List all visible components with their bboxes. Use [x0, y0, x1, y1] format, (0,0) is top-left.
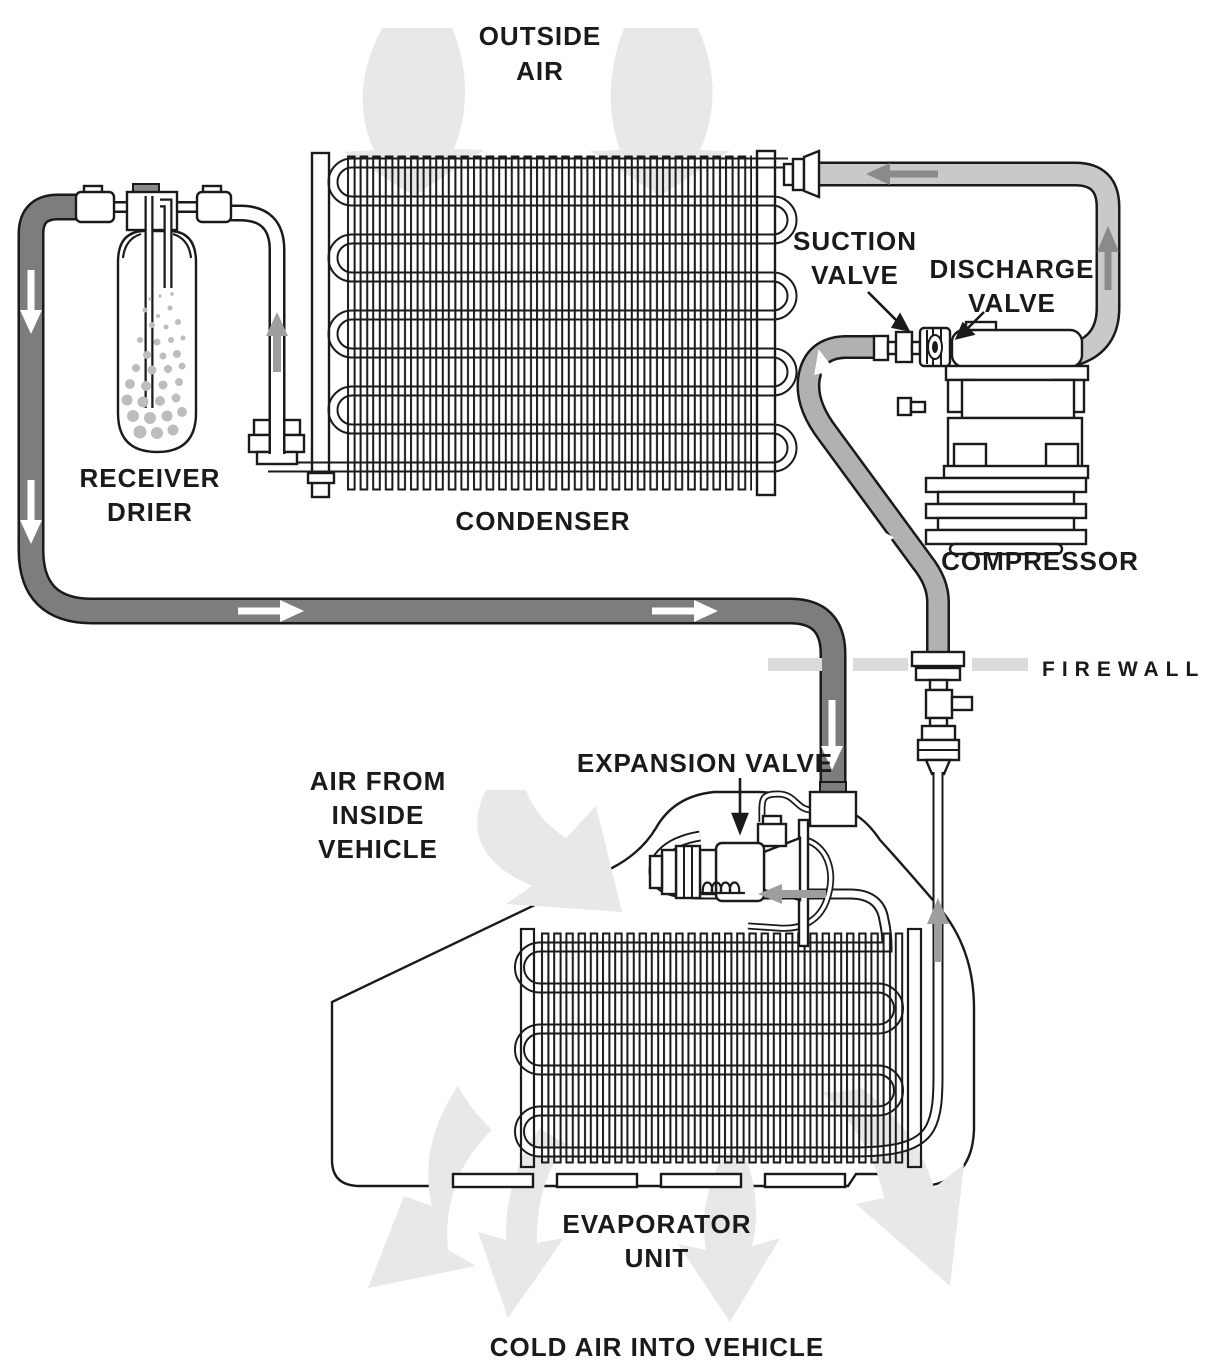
expansion-valve [648, 781, 858, 948]
valve-top-port [756, 822, 788, 848]
flow-arrow-right-icon [280, 600, 304, 622]
condenser-fins [346, 155, 752, 491]
gray-flow-arrows [266, 312, 949, 962]
flow-arrow-up-icon [266, 312, 288, 336]
cold-air-label: COLD AIR INTO VEHICLE [490, 1332, 824, 1362]
label-pointer-arrows [731, 291, 985, 836]
bottle-neck-line [121, 232, 142, 259]
evaporator-coil [514, 772, 944, 1169]
cold-air-arrow-icon [478, 1128, 568, 1318]
evaporator-end-plate-right [906, 927, 923, 1169]
suction-valve-label: SUCTION [793, 226, 917, 256]
compressor-side-port-stem [909, 400, 927, 414]
cabin-air-flow-arrows [368, 790, 964, 1322]
flow-arrow-up-icon [927, 898, 949, 924]
air-from-inside-label: AIR FROM [310, 766, 447, 796]
bottle-neck-line [172, 232, 193, 259]
drier-right-fitting [195, 190, 233, 224]
condenser-label: CONDENSER [455, 506, 630, 536]
suction-valve-assembly [872, 330, 922, 364]
cold-air-arrow-icon [678, 1148, 780, 1322]
discharge-valve-assembly [918, 326, 952, 368]
firewall-fitting [910, 650, 974, 776]
discharge-line-arrows [866, 163, 1119, 290]
flow-arrow-left-icon [758, 884, 782, 904]
condenser-inlet-fitting [782, 149, 821, 199]
flow-direction-arrows [20, 163, 1119, 962]
flow-arrow-down-icon [20, 520, 42, 544]
compressor-label: COMPRESSOR [941, 546, 1139, 576]
firewall: FIREWALL [768, 658, 1205, 681]
high-pressure-liquid-line [17, 193, 847, 796]
air-down-arrow-icon [590, 28, 730, 196]
pointer-arrowhead-icon [731, 812, 749, 836]
pointer-arrowhead-icon [954, 321, 976, 340]
flow-arrow-right-icon [694, 600, 718, 622]
suction-valve-label: VALVE [811, 260, 899, 290]
labels: OUTSIDE AIR RECEIVER DRIER CONDENSER SUC… [80, 21, 1139, 1362]
evaporator-vents [451, 1172, 847, 1189]
compressor-pulley [924, 476, 1088, 556]
discharge-valve-label: DISCHARGE [929, 254, 1094, 284]
air-in-arrow-icon [477, 790, 622, 912]
valve-spring-coil [700, 881, 745, 895]
liquid-line [20, 196, 844, 796]
air-down-arrow-icon [344, 28, 484, 196]
air-from-inside-label: VEHICLE [318, 834, 438, 864]
receiver-drier [74, 183, 233, 454]
receiver-drier-label: DRIER [107, 497, 193, 527]
pointer-arrowhead-icon [890, 312, 911, 332]
compressor-mid-body [960, 378, 1076, 420]
outside-air-label: OUTSIDE [479, 21, 602, 51]
compressor [872, 320, 1090, 556]
receiver-drier-label: RECEIVER [80, 463, 221, 493]
cold-air-arrow-icon [822, 1088, 964, 1286]
compressor-base-band [942, 464, 1090, 480]
firewall-label: FIREWALL [1042, 658, 1205, 681]
outside-air-flow-arrows [344, 28, 730, 196]
condenser-end-plate-left [310, 151, 331, 499]
expansion-valve-label: EXPANSION VALVE [577, 748, 833, 778]
firewall-dashes [768, 658, 1028, 671]
drier-left-fitting [74, 190, 116, 224]
valve-hex-nut [674, 844, 702, 900]
valve-ring [660, 848, 678, 896]
flow-arrow-up-icon [814, 349, 835, 376]
condenser-end-plate-right [755, 149, 777, 497]
evaporator-fins [540, 932, 905, 1164]
cold-air-arrow-icon [368, 1086, 492, 1288]
condenser-to-drier-pipe [222, 204, 286, 454]
desiccant-dots [121, 292, 187, 439]
evaporator-unit-label: EVAPORATOR [562, 1209, 751, 1239]
suction-hose [796, 335, 950, 658]
flow-arrow-down-icon [821, 746, 843, 770]
evaporator-unit-label: UNIT [625, 1243, 690, 1273]
liquid-line-fitting-block [808, 790, 858, 828]
flow-arrow-down-icon [20, 310, 42, 334]
air-from-inside-label: INSIDE [332, 800, 425, 830]
outside-air-label: AIR [516, 56, 564, 86]
evaporator-end-plate-left [519, 927, 536, 1169]
valve-end-cap [648, 854, 664, 890]
condenser [247, 149, 798, 499]
flow-arrow-up-icon [870, 525, 894, 551]
condenser-outlet-fitting [247, 418, 336, 485]
flow-arrow-up-icon [1097, 226, 1119, 252]
liquid-line-arrows [20, 270, 910, 770]
compressor-side-port [896, 396, 913, 417]
compressor-flange [944, 364, 1090, 382]
flow-arrow-left-icon [866, 163, 890, 185]
